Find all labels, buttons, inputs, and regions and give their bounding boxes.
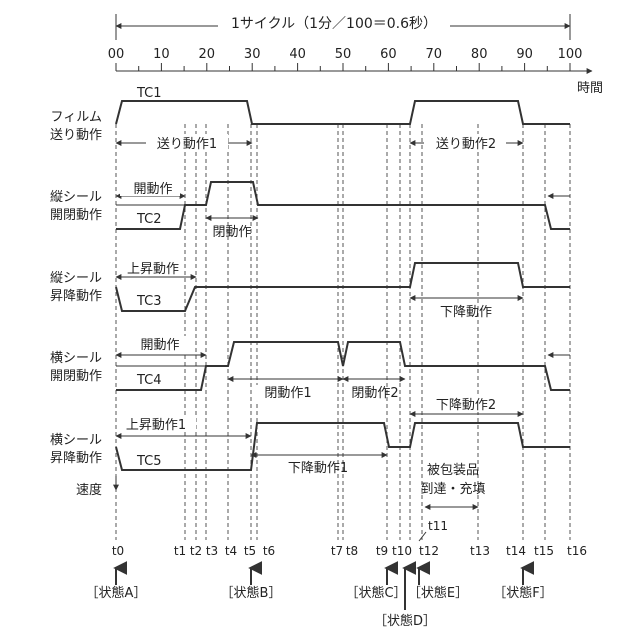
time-point-label: t0 xyxy=(112,544,124,558)
time-point-label: t3 xyxy=(206,544,218,558)
axis-tick-label: 50 xyxy=(335,47,352,62)
row-label-line1: 縦シール xyxy=(50,271,102,286)
state-label: ［状態C］ xyxy=(345,585,406,601)
annotation-hclose-1: 閉動作1 xyxy=(264,386,311,401)
time-point-label: t13 xyxy=(470,544,490,558)
axis-tick-label: 00 xyxy=(108,47,125,62)
annotation-vclose: 閉動作 xyxy=(212,225,251,240)
annotation-hdown-2: 下降動作2 xyxy=(436,398,496,413)
row-label-line1: 横シール xyxy=(50,433,102,448)
tc5-label: TC5 xyxy=(136,454,162,469)
time-point-label: t7 xyxy=(331,544,343,558)
row-film-feed: TC1 送り動作1 送り動作2 xyxy=(116,86,570,152)
axis-tick-label: 100 xyxy=(558,47,583,62)
axis-unit: 時間 xyxy=(577,81,603,96)
state-label: ［状態B］ xyxy=(221,585,282,601)
tc3-label: TC3 xyxy=(136,294,162,309)
axis-tick-label: 70 xyxy=(426,47,443,62)
state-label: ［状態D］ xyxy=(374,613,436,629)
row-label-line2: 送り動作 xyxy=(50,128,102,143)
vertical-seal-lift-waveform xyxy=(116,263,570,311)
annotation-hclose-2: 閉動作2 xyxy=(351,386,398,401)
annotation-feed-2: 送り動作2 xyxy=(436,137,496,152)
annotation-hdown-1: 下降動作1 xyxy=(288,461,348,476)
tc1-label: TC1 xyxy=(136,86,162,101)
row-label-line2: 昇降動作 xyxy=(50,289,102,304)
time-point-label: t12 xyxy=(419,544,439,558)
axis-tick-label: 40 xyxy=(289,47,306,62)
time-point-label: t4 xyxy=(225,544,237,558)
state-label: ［状態F］ xyxy=(493,585,552,601)
t11-label: t11 xyxy=(428,519,448,533)
film-feed-waveform xyxy=(116,101,570,124)
time-point-label: t8 xyxy=(346,544,358,558)
annotation-vopen: 開動作 xyxy=(133,182,172,197)
time-guides xyxy=(116,124,570,540)
time-point-label: t1 xyxy=(174,544,186,558)
time-point-labels: t0 t1 t2 t3 t4 t5 t6 t7t8 t9 t10 t12 t13 t14 t15 t16 xyxy=(112,544,587,558)
cycle-title: 1サイクル（1分／100＝0.6秒） xyxy=(231,16,437,32)
annotation-hup-1: 上昇動作1 xyxy=(126,418,186,433)
time-point-label: t2 xyxy=(190,544,202,558)
tc4-label: TC4 xyxy=(136,373,162,388)
row-label-line1: 横シール xyxy=(50,351,102,366)
time-point-label: t14 xyxy=(506,544,526,558)
state-markers: ［状態A］ ［状態B］ ［状態C］ ［状態D］ ［状態E］ ［状態F］ xyxy=(86,568,553,629)
axis-tick-label: 20 xyxy=(199,47,216,62)
axis-tick-label: 80 xyxy=(471,47,488,62)
row-vertical-seal-lift: TC3 上昇動作 下降動作 xyxy=(116,260,570,320)
row-label-line2: 開閉動作 xyxy=(50,208,102,223)
axis-tick-label: 30 xyxy=(244,47,261,62)
time-point-label: t6 xyxy=(263,544,275,558)
axis-tick-labels: 00 10 20 30 40 50 60 70 80 90 100 xyxy=(108,47,583,62)
time-point-label: t16 xyxy=(567,544,587,558)
tc2-label: TC2 xyxy=(136,212,162,227)
time-point-label: t15 xyxy=(534,544,554,558)
axis-ticks xyxy=(116,63,570,71)
package-note-line1: 被包装品 xyxy=(427,463,479,478)
axis-tick-label: 90 xyxy=(516,47,533,62)
annotation-feed-1: 送り動作1 xyxy=(157,137,217,152)
axis-tick-label: 10 xyxy=(153,47,170,62)
row-label-line1: 縦シール xyxy=(50,190,102,205)
package-note-line2: 到達・充填 xyxy=(420,481,485,497)
row-label-line2: 昇降動作 xyxy=(50,451,102,466)
annotation-vup: 上昇動作 xyxy=(127,262,179,277)
time-point-label: t10 xyxy=(392,544,412,558)
axis-tick-label: 60 xyxy=(380,47,397,62)
speed-label: 速度 xyxy=(76,482,102,498)
time-point-label: t5 xyxy=(244,544,256,558)
state-label: ［状態E］ xyxy=(408,585,468,601)
row-label-line2: 開閉動作 xyxy=(50,369,102,384)
annotation-vdown: 下降動作 xyxy=(440,305,492,320)
state-label: ［状態A］ xyxy=(86,585,147,601)
row-label-line1: フィルム xyxy=(51,110,102,125)
row-labels: フィルム送り動作縦シール開閉動作縦シール昇降動作横シール開閉動作横シール昇降動作 xyxy=(50,110,102,466)
time-point-label: t9 xyxy=(376,544,388,558)
annotation-hopen: 開動作 xyxy=(140,338,179,353)
